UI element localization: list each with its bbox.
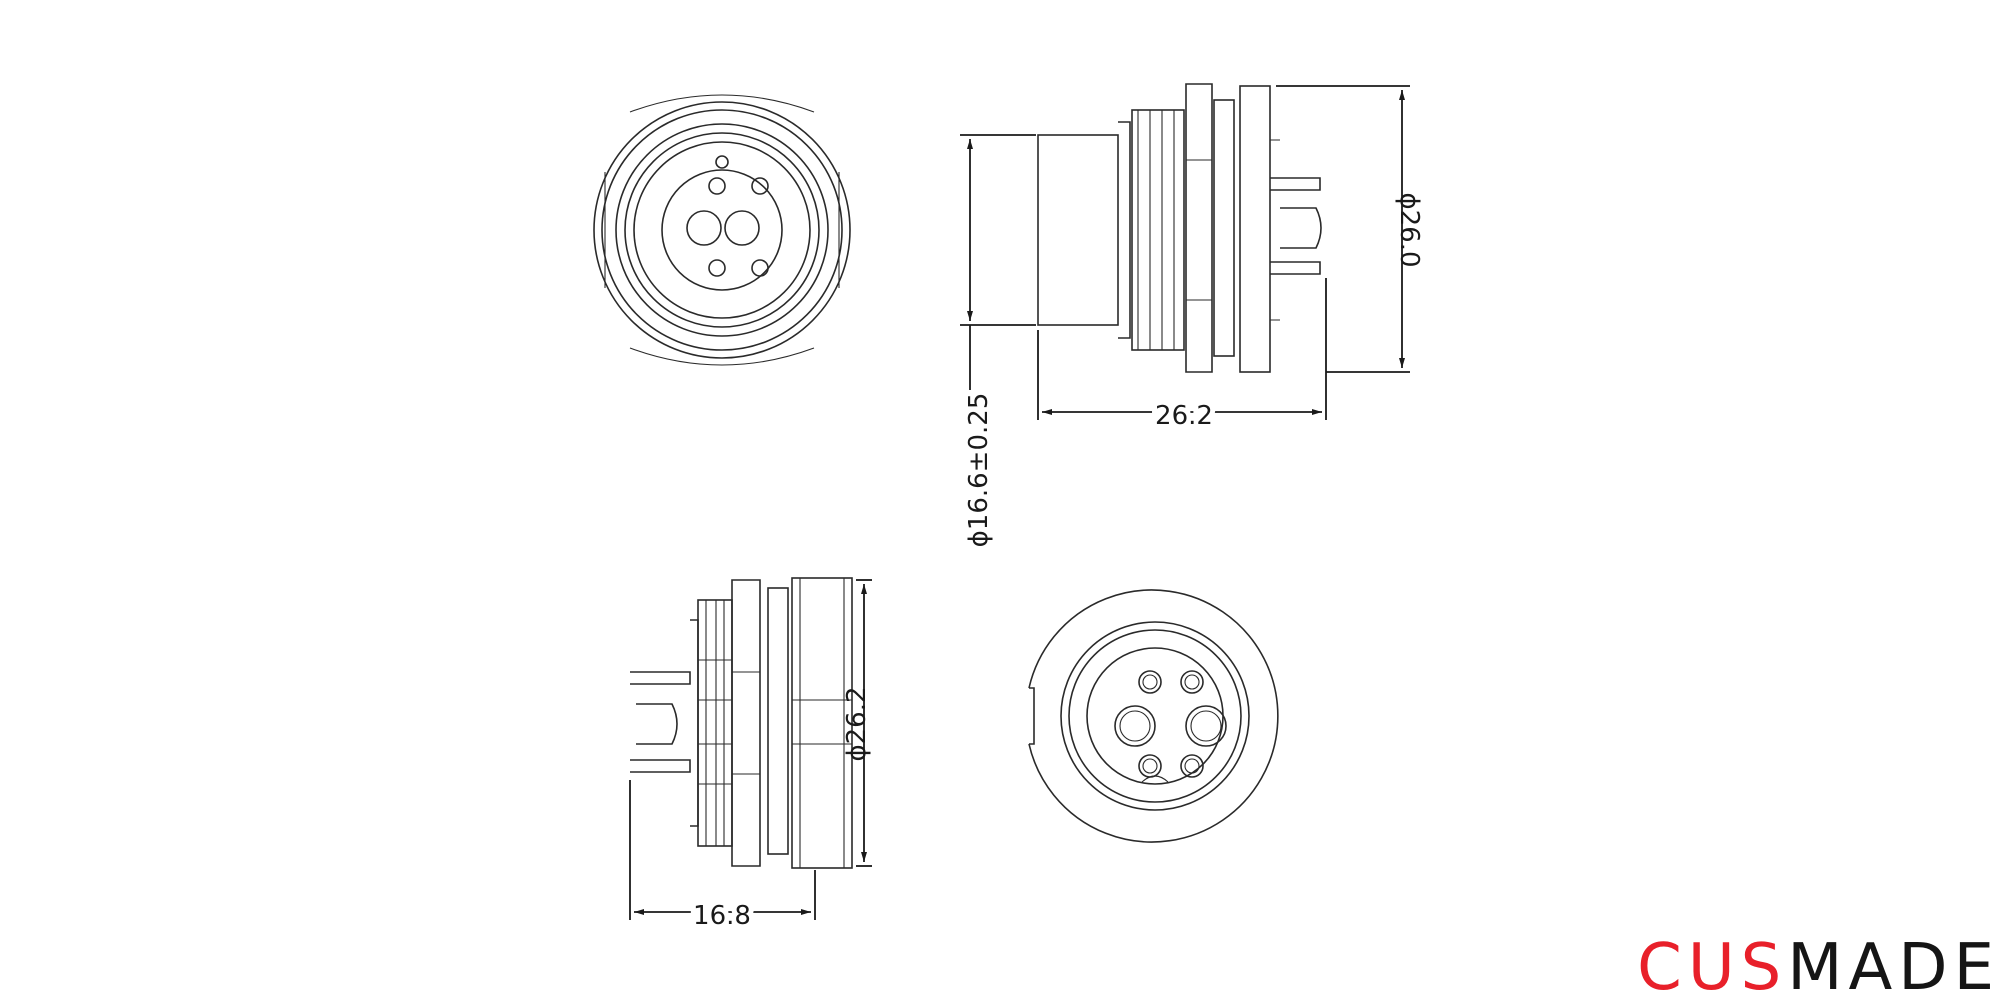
dim-rear-length: 16.8 (629, 780, 816, 936)
dim-side-length: 26.2 (1037, 278, 1327, 436)
front-view (593, 94, 851, 366)
logo-part-red: CUS (1637, 931, 1788, 1005)
logo-part-black: MADE (1787, 931, 2000, 1005)
front-pin-holes (686, 177, 769, 277)
dim-label-rear-diameter: ϕ26.2 (842, 686, 872, 761)
cusmade-logo: CUSMADE (1637, 936, 2000, 1000)
dim-label-side-diameter: ϕ26.0 (1394, 192, 1424, 267)
dim-label-body-diameter: ϕ16.6±0.25 (964, 393, 994, 548)
dim-rear-diameter: ϕ26.2 (842, 579, 872, 867)
rear-view (1028, 589, 1279, 843)
rear-pin-contacts (1114, 670, 1227, 778)
dim-label-rear-length: 16.8 (693, 901, 751, 931)
dim-label-side-length: 26.2 (1155, 401, 1213, 431)
rear-side-view (630, 577, 853, 869)
side-view (1037, 83, 1322, 373)
dim-side-diameter: ϕ26.0 (1276, 85, 1424, 373)
dim-body-diameter: ϕ16.6±0.25 (960, 134, 1036, 548)
